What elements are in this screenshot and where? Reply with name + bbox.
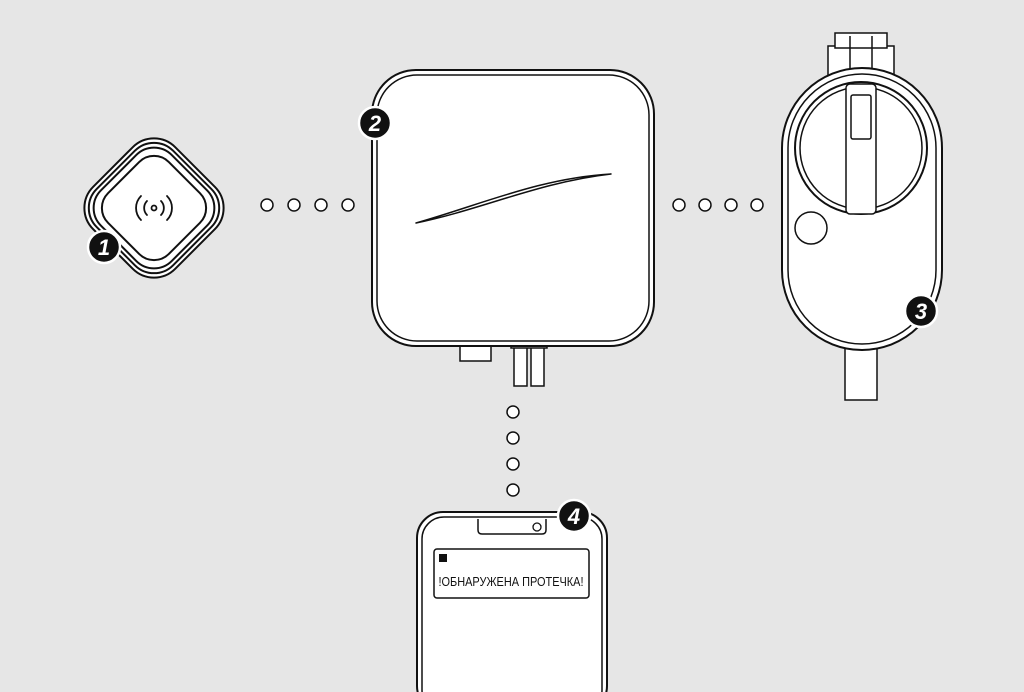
sensor-device bbox=[83, 137, 225, 279]
badge-valve: 3 bbox=[903, 293, 939, 329]
connector-hub-valve bbox=[672, 198, 764, 212]
phone-device bbox=[416, 511, 608, 692]
valve-device bbox=[781, 32, 943, 401]
wireless-signal-icon bbox=[135, 195, 173, 221]
badge-number: 3 bbox=[915, 299, 927, 324]
badge-phone: 4 bbox=[556, 498, 592, 534]
app-square-icon bbox=[439, 554, 447, 562]
badge-number: 1 bbox=[98, 235, 110, 260]
connector-hub-phone bbox=[506, 405, 520, 497]
badge-sensor: 1 bbox=[86, 229, 122, 265]
badge-number: 4 bbox=[567, 504, 580, 529]
hub-logo-swoosh bbox=[415, 173, 612, 224]
badge-number: 2 bbox=[368, 111, 382, 136]
connector-sensor-hub bbox=[260, 198, 355, 212]
hub-device bbox=[371, 69, 655, 387]
badge-hub: 2 bbox=[357, 105, 393, 141]
leak-alert-notification: !ОБНАРУЖЕНА ПРОТЕЧКА! bbox=[439, 574, 584, 589]
